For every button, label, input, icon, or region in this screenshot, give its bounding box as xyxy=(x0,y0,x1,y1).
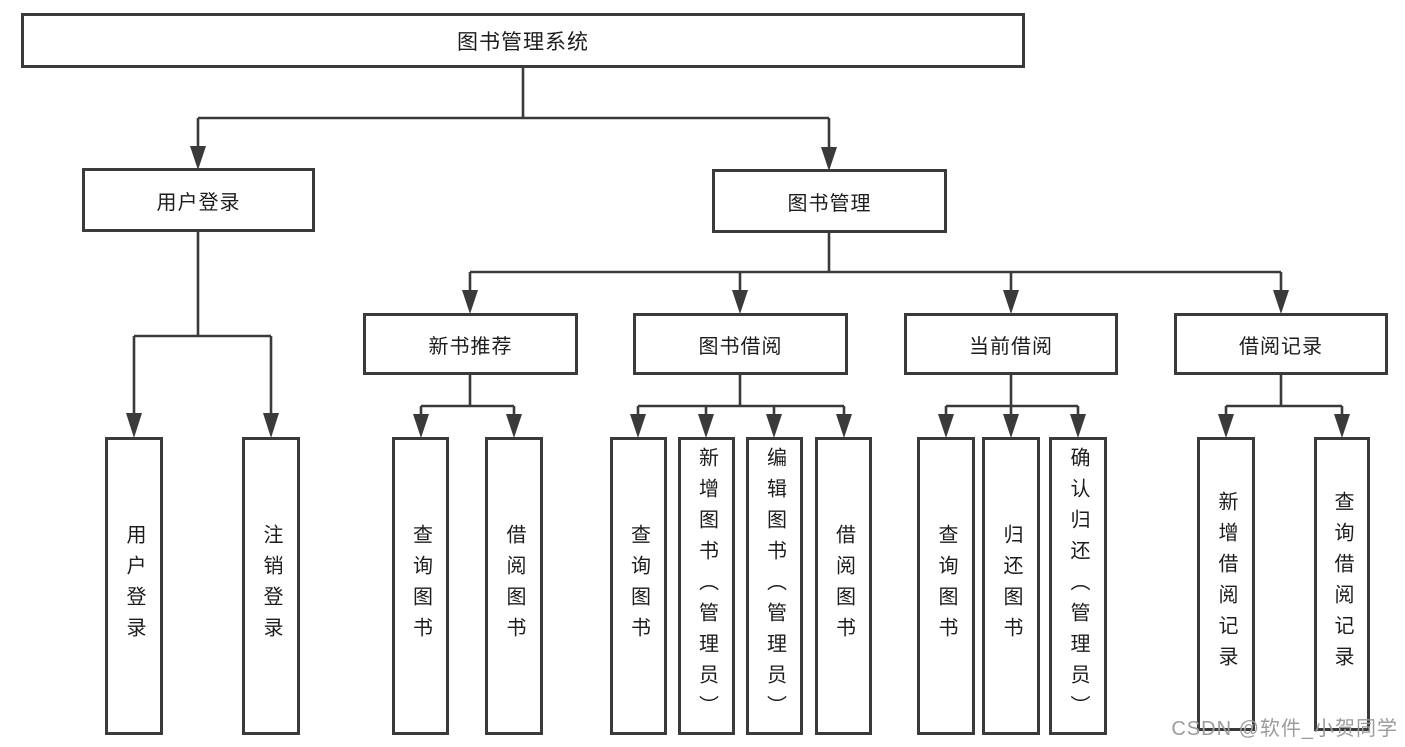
connector-rec-to-leaves xyxy=(413,375,522,438)
node-new-book-recommend: 新书推荐 xyxy=(363,313,578,375)
leaf-label: 查询借阅记录 xyxy=(1331,491,1353,677)
node-leaf-borrow-book-2: 借阅图书 xyxy=(815,437,872,735)
connector-root-to-level2 xyxy=(190,68,837,171)
leaf-label: 编辑图书（管理员） xyxy=(763,446,786,726)
node-leaf-borrow-book-1: 借阅图书 xyxy=(485,437,543,735)
leaf-label: 用户登录 xyxy=(123,524,145,648)
connector-current-to-leaves xyxy=(938,375,1086,438)
leaf-label: 归还图书 xyxy=(1000,524,1022,648)
connector-mgmt-to-level3 xyxy=(462,233,1289,314)
leaf-label: 查询图书 xyxy=(627,524,650,648)
node-leaf-logout: 注销登录 xyxy=(242,437,300,735)
node-user-login: 用户登录 xyxy=(82,168,315,232)
leaf-label: 查询图书 xyxy=(409,524,432,648)
connector-borrow-to-leaves xyxy=(630,375,852,438)
node-leaf-query-book-2: 查询图书 xyxy=(610,437,667,735)
leaf-label: 注销登录 xyxy=(260,524,282,648)
node-leaf-return-book: 归还图书 xyxy=(982,437,1040,735)
leaf-label: 新增图书（管理员） xyxy=(695,446,718,726)
csdn-watermark: CSDN @软件_小贺同学 xyxy=(1171,718,1398,740)
node-leaf-add-borrow-record: 新增借阅记录 xyxy=(1197,437,1255,731)
connector-login-to-leaves xyxy=(126,232,279,438)
node-leaf-query-borrow-record: 查询借阅记录 xyxy=(1314,437,1370,731)
node-leaf-query-book-1: 查询图书 xyxy=(392,437,449,735)
node-book-management: 图书管理 xyxy=(712,169,947,233)
leaf-label: 确认归还（管理员） xyxy=(1067,446,1089,726)
leaf-label: 借阅图书 xyxy=(503,524,525,648)
node-leaf-confirm-return-admin: 确认归还（管理员） xyxy=(1049,437,1107,735)
node-leaf-edit-book-admin: 编辑图书（管理员） xyxy=(746,437,803,735)
node-leaf-query-book-3: 查询图书 xyxy=(917,437,975,735)
leaf-label: 借阅图书 xyxy=(832,524,855,648)
node-current-borrow: 当前借阅 xyxy=(904,313,1118,375)
node-leaf-user-login: 用户登录 xyxy=(105,437,163,735)
node-book-borrow: 图书借阅 xyxy=(633,313,848,375)
node-borrow-record: 借阅记录 xyxy=(1174,313,1388,375)
node-root-system: 图书管理系统 xyxy=(21,13,1025,68)
node-leaf-add-book-admin: 新增图书（管理员） xyxy=(678,437,735,735)
connector-record-to-leaves xyxy=(1218,375,1350,438)
leaf-label: 查询图书 xyxy=(935,524,957,648)
leaf-label: 新增借阅记录 xyxy=(1215,491,1237,677)
